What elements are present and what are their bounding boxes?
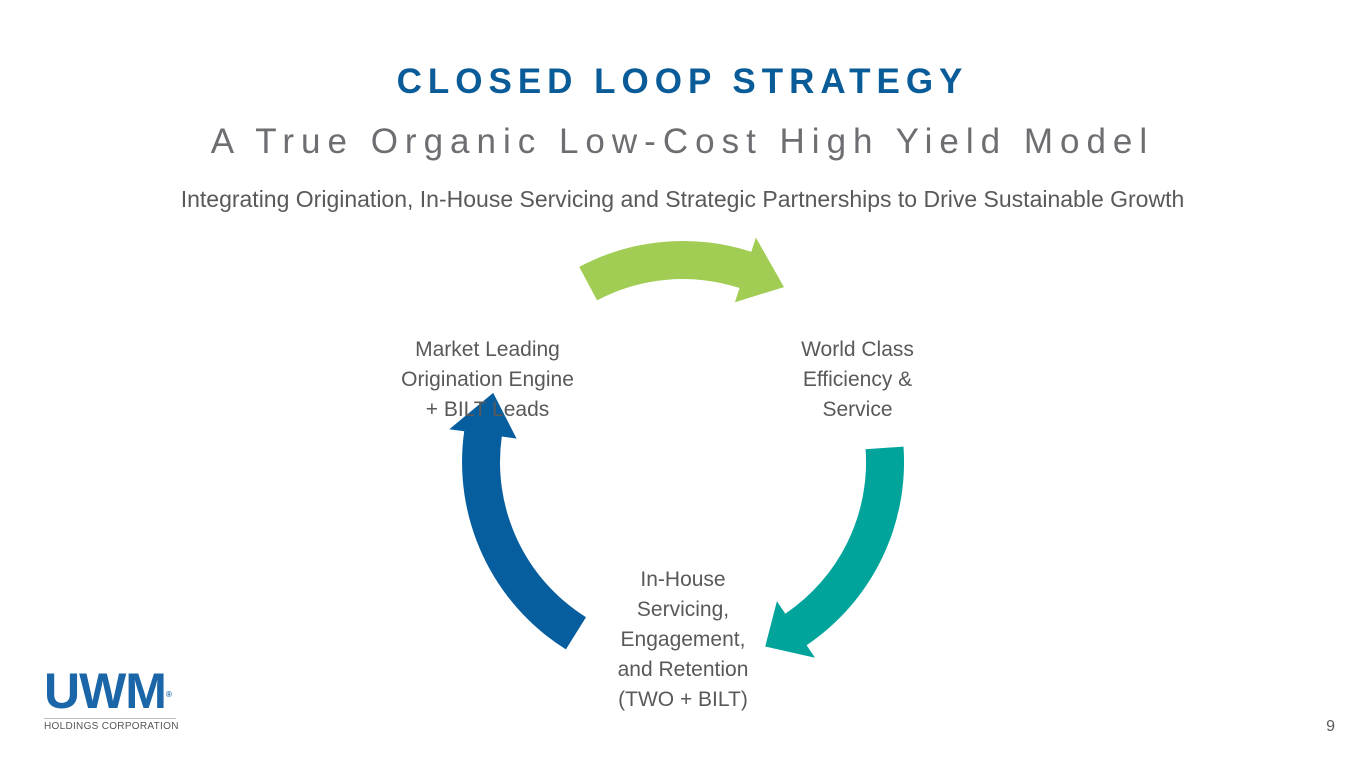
tagline: Integrating Origination, In-House Servic… — [180, 186, 1185, 212]
logo-subtitle: HOLDINGS CORPORATION — [44, 721, 179, 732]
node-line: (TWO + BILT) — [618, 688, 748, 711]
node-line: Service — [822, 398, 893, 421]
logo-divider — [44, 718, 176, 719]
blue-arrow — [449, 392, 586, 650]
uwm-logo: UWM® HOLDINGS CORPORATION — [44, 666, 184, 732]
node-servicing: In-House Servicing, Engagement, and Rete… — [583, 565, 783, 715]
node-line: Market Leading — [415, 338, 560, 361]
node-line: + BILT Leads — [425, 398, 550, 421]
node-line: Efficiency & — [802, 368, 913, 391]
node-line: World Class — [801, 338, 914, 361]
node-line: Origination Engine — [401, 368, 574, 391]
node-line: Servicing, — [636, 598, 730, 621]
slide-subtitle: A True Organic Low-Cost High Yield Model — [210, 122, 1155, 161]
logo-mark: UWM® — [44, 666, 184, 716]
registered-mark: ® — [165, 690, 172, 699]
green-arrow — [579, 237, 784, 303]
teal-arrow — [765, 446, 905, 658]
slide-title: CLOSED LOOP STRATEGY — [396, 62, 969, 101]
logo-text: UWM — [44, 663, 167, 719]
node-line: and Retention — [617, 658, 749, 681]
node-origination: Market Leading Origination Engine + BILT… — [380, 335, 595, 425]
node-line: In-House — [640, 568, 726, 591]
node-efficiency: World Class Efficiency & Service — [765, 335, 950, 425]
node-line: Engagement, — [620, 628, 746, 651]
page-number: 9 — [1326, 718, 1335, 735]
